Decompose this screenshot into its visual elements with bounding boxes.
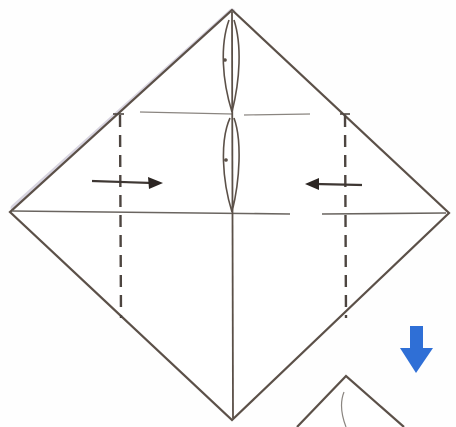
upper-horizontal-crease-right <box>243 113 311 116</box>
paper-diamond-outline <box>8 8 451 422</box>
curved-fold-mark-upper-b <box>231 19 240 113</box>
crease-dot-lower <box>224 158 228 162</box>
horizontal-center-crease-right <box>321 212 447 215</box>
next-step-inner-crease <box>340 391 347 427</box>
arrow-left-icon <box>305 178 363 190</box>
arrow-right-icon <box>91 177 163 189</box>
crease-dot-upper <box>223 58 227 62</box>
next-step-diamond-peek <box>296 374 405 427</box>
horizontal-center-crease <box>11 210 291 215</box>
arrow-down-icon <box>400 326 433 373</box>
curved-fold-mark-upper <box>222 19 233 113</box>
upper-horizontal-crease <box>139 111 233 115</box>
right-dashed-fold-line <box>343 114 348 319</box>
curved-fold-mark-lower-b <box>231 117 240 213</box>
left-dashed-fold-line <box>118 114 123 319</box>
vertical-center-crease <box>231 11 234 419</box>
curved-fold-mark-lower <box>222 117 233 213</box>
